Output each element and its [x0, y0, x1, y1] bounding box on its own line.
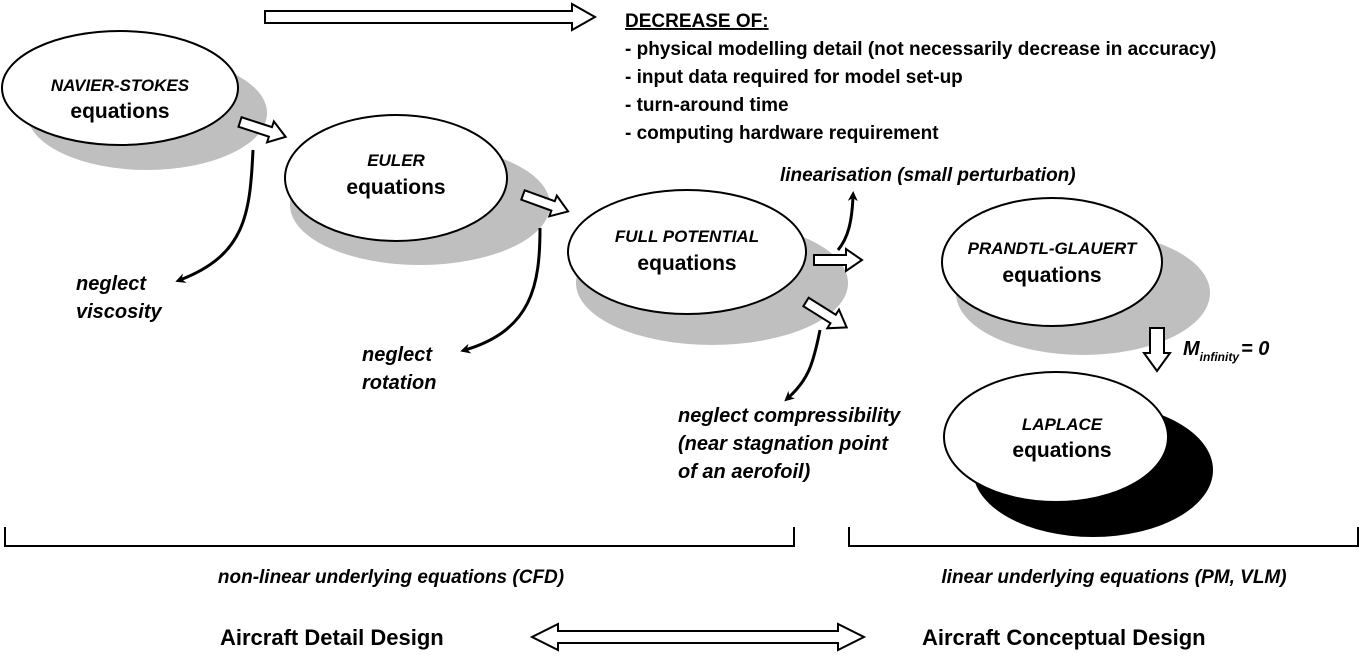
euler-title: EULER — [367, 151, 425, 170]
hollow-arrow-fp-to-pg-icon — [813, 247, 864, 273]
hollow-arrow-pg-to-laplace-icon — [1142, 327, 1172, 373]
prandtl-glauert-node — [941, 197, 1163, 327]
curved-arrow-neglect-viscosity-icon — [175, 149, 255, 283]
decrease-item-1: - physical modelling detail (not necessa… — [625, 39, 1216, 60]
neglect-compressibility-line2: (near stagnation point — [678, 433, 889, 455]
full-potential-title: FULL POTENTIAL — [615, 227, 759, 246]
curved-arrow-linearisation-icon — [836, 191, 858, 251]
hollow-arrow-ns-to-euler-icon — [237, 115, 288, 144]
hollow-arrow-euler-to-fp-icon — [520, 189, 570, 218]
decrease-item-3: - turn-around time — [625, 95, 789, 116]
neglect-compressibility-line3: of an aerofoil) — [678, 461, 811, 483]
neglect-compressibility-line1: neglect compressibility — [678, 405, 901, 427]
linear-bracket — [848, 527, 1359, 547]
full-potential-node — [567, 189, 807, 315]
nonlinear-bracket-label: non-linear underlying equations (CFD) — [218, 567, 564, 588]
footer-conceptual-design: Aircraft Conceptual Design — [922, 625, 1206, 650]
mach-subscript: infinity — [1200, 350, 1241, 364]
navier-stokes-node — [1, 30, 239, 146]
prandtl-glauert-title: PRANDTL-GLAUERT — [968, 239, 1138, 258]
linear-bracket-label: linear underlying equations (PM, VLM) — [941, 567, 1286, 588]
navier-stokes-title: NAVIER-STOKES — [51, 76, 190, 95]
laplace-node — [943, 371, 1169, 503]
neglect-viscosity-line2: viscosity — [76, 301, 162, 323]
double-hollow-arrow-icon — [529, 622, 867, 652]
curved-arrow-neglect-compressibility-icon — [784, 329, 822, 402]
mach-infinity-label: Minfinity= 0 — [1183, 338, 1269, 364]
full-potential-subtitle: equations — [637, 252, 736, 275]
navier-stokes-subtitle: equations — [70, 100, 169, 123]
decrease-item-4: - computing hardware requirement — [625, 123, 939, 144]
prandtl-glauert-subtitle: equations — [1002, 264, 1101, 287]
neglect-rotation-line2: rotation — [362, 372, 436, 394]
linearisation-label: linearisation (small perturbation) — [780, 165, 1076, 186]
footer-detail-design: Aircraft Detail Design — [220, 625, 444, 650]
curved-arrow-neglect-rotation-icon — [460, 227, 542, 354]
mach-base: M — [1183, 338, 1201, 360]
euler-node — [284, 114, 508, 242]
neglect-rotation-line1: neglect — [362, 344, 433, 366]
decrease-item-2: - input data required for model set-up — [625, 67, 963, 88]
euler-subtitle: equations — [346, 176, 445, 199]
neglect-viscosity-line1: neglect — [76, 273, 147, 295]
top-hollow-arrow-icon — [264, 2, 598, 32]
nonlinear-bracket — [4, 527, 795, 547]
laplace-subtitle: equations — [1012, 439, 1111, 462]
decrease-heading: DECREASE OF: — [625, 11, 769, 32]
hollow-arrow-fp-to-laplace-icon — [801, 296, 849, 330]
laplace-title: LAPLACE — [1022, 415, 1103, 434]
mach-value: = 0 — [1241, 338, 1269, 360]
